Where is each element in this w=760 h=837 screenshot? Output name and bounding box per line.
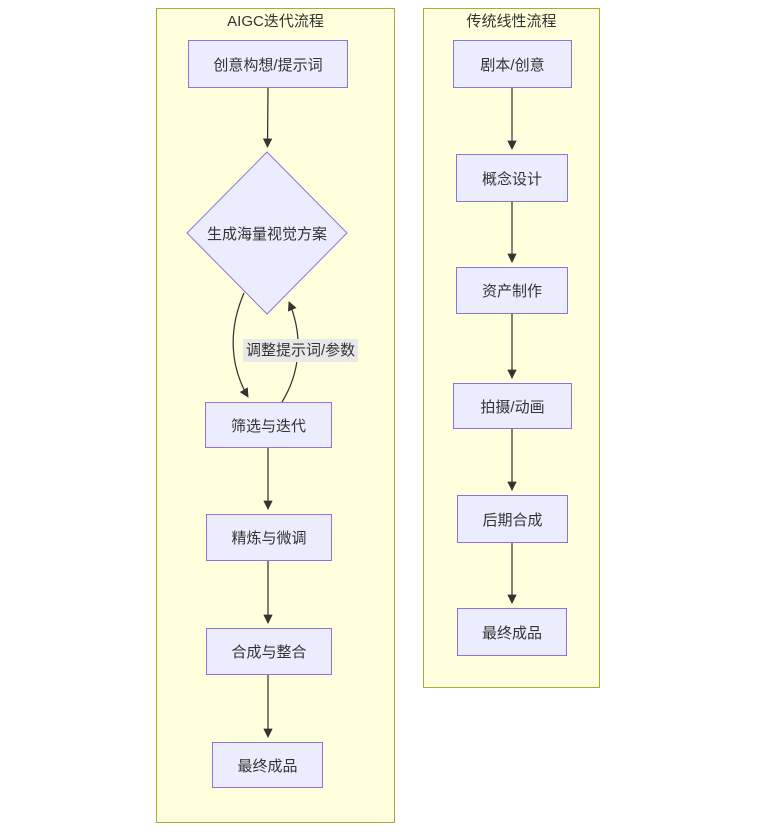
subgraph-traditional: 传统线性流程: [423, 8, 600, 688]
node-final-product-traditional: 最终成品: [457, 608, 567, 656]
edge-label-adjust-prompt: 调整提示词/参数: [243, 339, 359, 362]
node-compose-integrate: 合成与整合: [206, 628, 332, 675]
subgraph-traditional-title: 传统线性流程: [466, 13, 557, 30]
node-shoot-animation: 拍摄/动画: [453, 383, 572, 429]
node-concept-design: 概念设计: [456, 154, 568, 202]
subgraph-aigc-title: AIGC迭代流程: [227, 13, 324, 30]
node-filter-iterate: 筛选与迭代: [205, 402, 332, 448]
node-post-production: 后期合成: [457, 495, 568, 543]
node-asset-production: 资产制作: [456, 267, 568, 314]
node-script-idea: 剧本/创意: [453, 40, 572, 88]
node-generate-label: 生成海量视觉方案: [206, 225, 327, 243]
node-final-product-aigc: 最终成品: [212, 742, 323, 788]
node-refine-finetune: 精炼与微调: [206, 514, 332, 561]
node-idea-prompt: 创意构想/提示词: [188, 40, 348, 88]
